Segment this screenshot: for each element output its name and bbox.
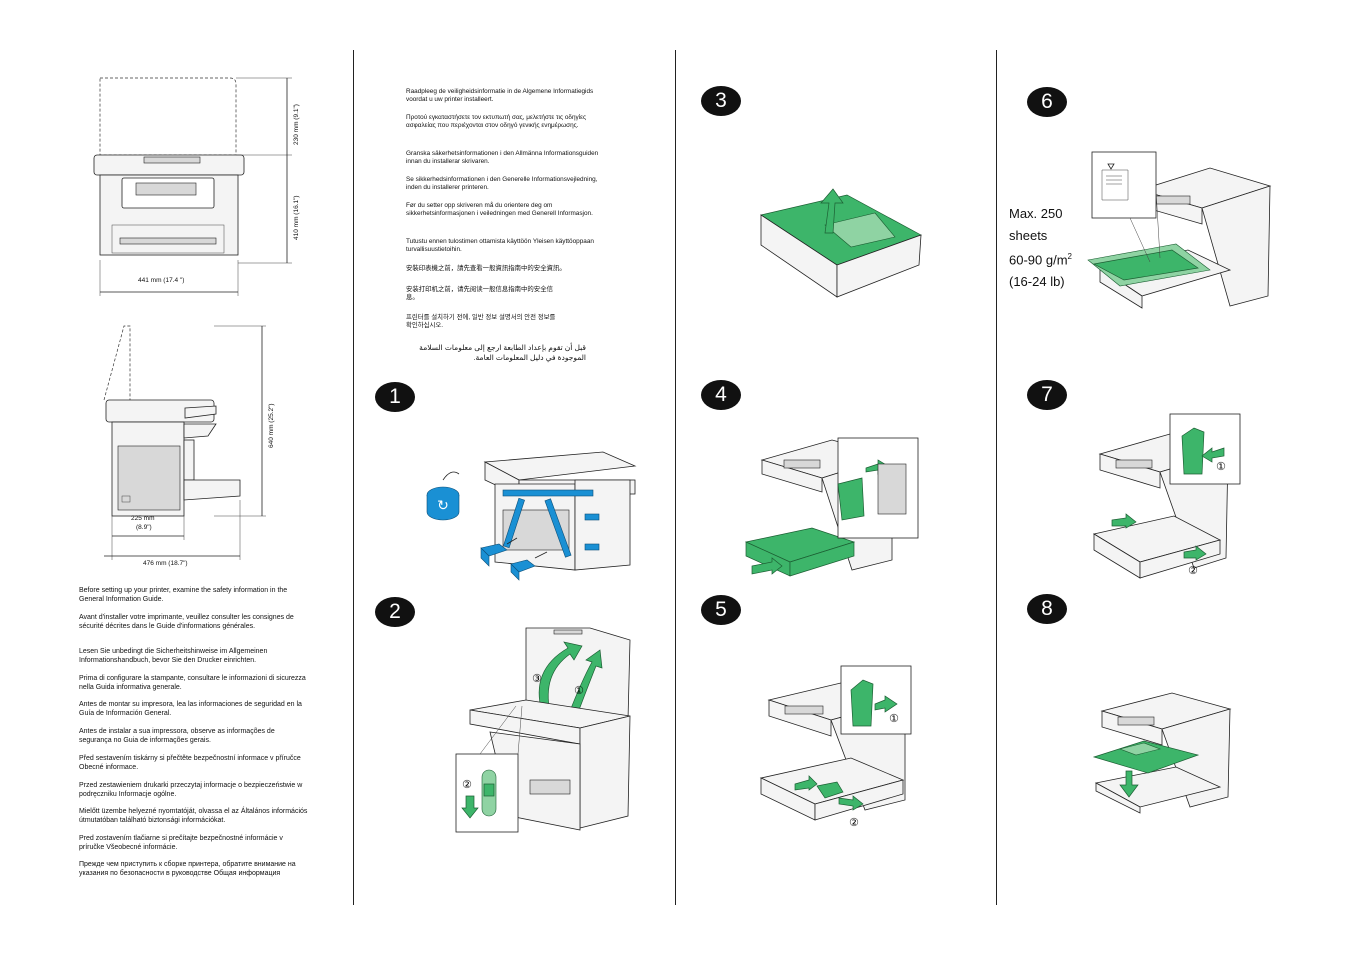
safety-text-cs: Před sestavením tiskárny si přečtěte bez… — [79, 755, 301, 771]
dim-height-body: 410 mm (16.1") — [293, 195, 300, 240]
step-8-badge: 8 — [1027, 594, 1067, 624]
step-1-badge: 1 — [375, 382, 415, 412]
safety-text-ru: Прежде чем приступить к сборке принтера,… — [79, 861, 296, 877]
svg-text:①: ① — [1216, 460, 1226, 473]
column-divider-1 — [353, 50, 354, 905]
safety-text-zh-cn: 安装打印机之前，请先阅读一般信息指南中的安全信息。 — [406, 286, 553, 301]
svg-text:↻: ↻ — [437, 498, 449, 514]
svg-text:②: ② — [1188, 564, 1198, 577]
dim-tray-depth-in: (8.9") — [136, 524, 152, 531]
spec-sheets: sheets — [1009, 227, 1048, 243]
step-5-badge: 5 — [701, 595, 741, 625]
step-7-reinsert-tray-illustration: ② ① — [1092, 413, 1241, 579]
safety-text-hu: Mielőtt üzembe helyezné nyomtatóját, olv… — [79, 808, 308, 824]
safety-text-pl: Przed zestawieniem drukarki przeczytaj i… — [79, 782, 303, 798]
svg-text:①: ① — [889, 712, 899, 725]
safety-text-sv: Granska säkerhetsinformationen i den All… — [406, 150, 599, 165]
safety-text-es: Antes de montar su impresora, lea las in… — [79, 701, 302, 717]
safety-text-en: Before setting up your printer, examine … — [79, 587, 288, 603]
step-1-remove-tape-illustration: ↻ — [426, 451, 637, 581]
step-6-badge: 6 — [1027, 87, 1067, 117]
paper-capacity-spec: Max. 250 sheets 60-90 g/m2 (16-24 lb) — [1009, 203, 1072, 292]
safety-text-fi: Tutustu ennen tulostimen ottamista käytt… — [406, 238, 594, 253]
front-view-dimension-drawing — [93, 77, 292, 296]
spec-weight-imperial: (16-24 lb) — [1009, 273, 1065, 289]
safety-text-ko: 프린터를 설치하기 전에, 일반 정보 설명서의 안전 정보를 확인하십시오. — [406, 314, 556, 329]
step-3-lift-tray-cover-illustration — [760, 188, 922, 298]
step-2-badge: 2 — [375, 597, 415, 627]
safety-text-no: Før du setter opp skriveren må du orient… — [406, 202, 593, 217]
step-2-open-scanner-lid-illustration: ③ ① ② — [455, 627, 631, 833]
dim-tray-depth-mm: 225 mm — [131, 515, 155, 522]
column-divider-3 — [996, 50, 997, 905]
step-4-insert-paper-tray-illustration — [744, 437, 919, 577]
safety-text-ar: قبل أن تقوم بإعداد الطابعة ارجع إلى معلو… — [419, 343, 586, 362]
dim-side-height: 640 mm (25.2") — [268, 403, 275, 448]
svg-text:②: ② — [462, 778, 472, 791]
dim-height-open: 230 mm (9.1") — [293, 104, 300, 145]
safety-text-fr: Avant d'installer votre imprimante, veui… — [79, 614, 294, 630]
dim-side-depth: 476 mm (18.7") — [143, 560, 188, 567]
side-view-dimension-drawing — [103, 325, 266, 560]
safety-text-it: Prima di configurare la stampante, consu… — [79, 675, 306, 691]
dim-front-width: 441 mm (17.4 ") — [138, 277, 185, 284]
step-6-load-paper-illustration — [1087, 151, 1272, 309]
step-7-badge: 7 — [1027, 380, 1067, 410]
safety-text-el: Προτού εγκαταστήσετε τον εκτυπωτή σας, μ… — [406, 114, 587, 129]
step-4-badge: 4 — [701, 380, 741, 410]
safety-text-pt: Antes de instalar a sua impressora, obse… — [79, 728, 275, 744]
svg-text:②: ② — [849, 816, 859, 829]
callout-3: ③ — [532, 672, 542, 685]
spec-max-sheets: Max. 250 — [1009, 206, 1063, 221]
svg-text:①: ① — [574, 684, 584, 697]
safety-text-da: Se sikkerhedsinformationen i den Generel… — [406, 176, 598, 191]
spec-weight-metric: 60-90 g/m2 — [1009, 252, 1072, 268]
safety-text-sk: Pred zostavením tlačiarne si prečítajte … — [79, 835, 283, 851]
safety-text-zh-tw: 安裝印表機之前，請先查看一般資訊指南中的安全資訊。 — [406, 265, 566, 272]
step-5-adjust-paper-guides-illustration: ② ① — [759, 665, 912, 829]
column-divider-2 — [675, 50, 676, 905]
safety-text-de: Lesen Sie unbedingt die Sicherheitshinwe… — [79, 648, 268, 664]
step-8-attach-output-tray-illustration — [1092, 692, 1232, 814]
step-3-badge: 3 — [701, 86, 741, 116]
safety-text-nl: Raadpleeg de veiligheidsinformatie in de… — [406, 88, 594, 103]
